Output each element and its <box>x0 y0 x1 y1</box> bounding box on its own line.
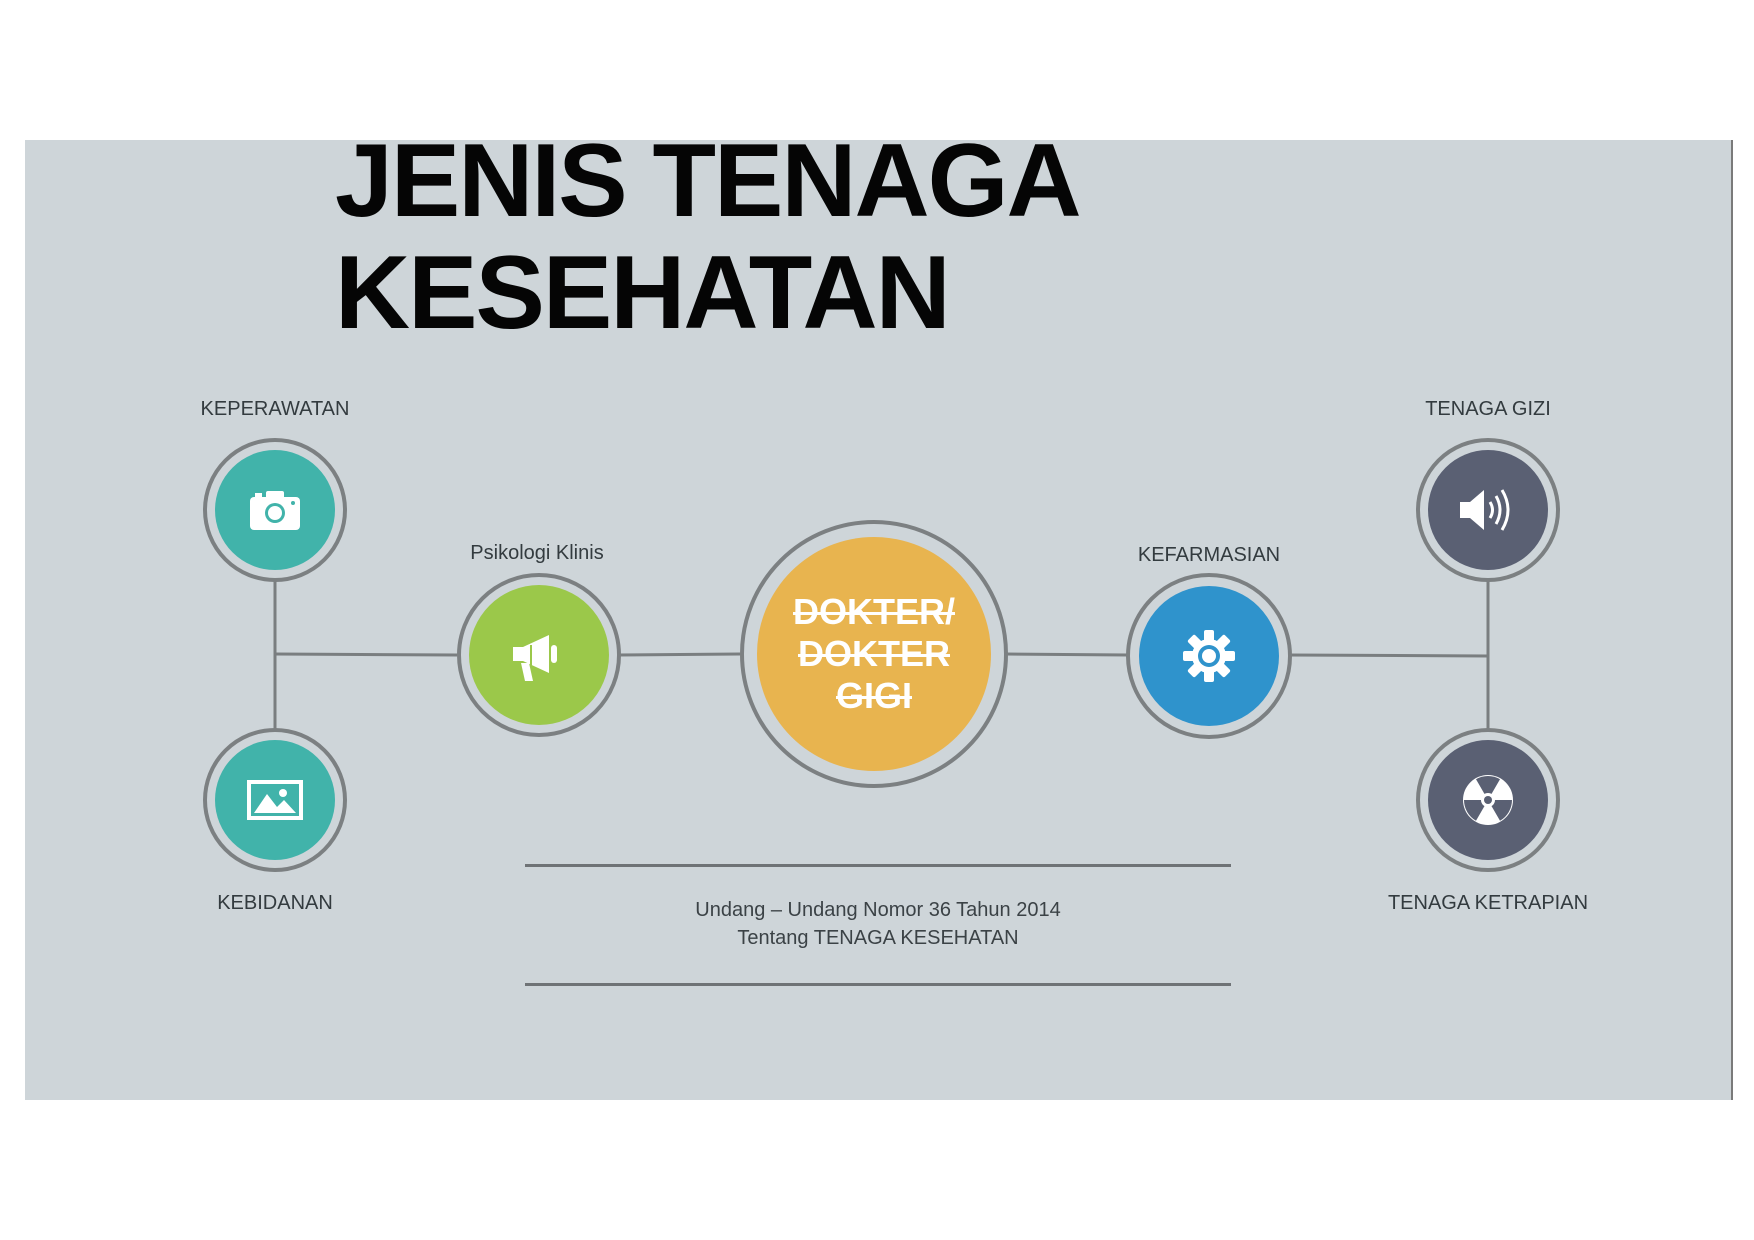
gear-icon <box>1183 630 1235 682</box>
node-keperawatan[interactable] <box>203 438 347 582</box>
node-kebidanan[interactable] <box>203 728 347 872</box>
node-keperawatan-disc <box>215 450 335 570</box>
connector-center-to-kefarmasian <box>1005 652 1129 657</box>
node-gizi-disc <box>1428 450 1548 570</box>
center-label: DOKTER/ DOKTER GIGI <box>793 591 955 716</box>
label-psikologi-klinis: Psikologi Klinis <box>470 542 604 564</box>
camera-icon <box>250 491 300 530</box>
divider-top <box>525 864 1231 867</box>
node-dokter-disc: DOKTER/ DOKTER GIGI <box>757 537 991 771</box>
node-psikologi-disc <box>469 585 609 725</box>
image-icon <box>247 780 303 820</box>
radiation-icon <box>1463 775 1513 825</box>
node-kebidanan-disc <box>215 740 335 860</box>
divider-bottom <box>525 983 1231 986</box>
node-tenaga-gizi[interactable] <box>1416 438 1560 582</box>
title-line-2: KESEHATAN <box>335 235 951 351</box>
label-keperawatan: KEPERAWATAN <box>200 398 350 420</box>
node-psikologi-klinis[interactable] <box>457 573 621 737</box>
node-tenaga-ketrapian[interactable] <box>1416 728 1560 872</box>
megaphone-icon <box>513 635 557 681</box>
reference-line-1: Undang – Undang Nomor 36 Tahun 2014 <box>695 899 1061 921</box>
node-ketrapian-disc <box>1428 740 1548 860</box>
speaker-icon <box>1460 489 1510 531</box>
label-tenaga-gizi: TENAGA GIZI <box>1425 398 1551 420</box>
connector-left-to-psikologi <box>274 652 458 657</box>
connector-psikologi-to-center <box>617 652 741 657</box>
node-dokter-center[interactable]: DOKTER/ DOKTER GIGI <box>740 520 1008 788</box>
reference-line-2: Tentang TENAGA KESEHATAN <box>737 927 1019 949</box>
label-kefarmasian: KEFARMASIAN <box>1137 544 1281 566</box>
connector-kefarmasian-to-right <box>1288 653 1489 658</box>
reference-text: Undang – Undang Nomor 36 Tahun 2014 Tent… <box>695 896 1060 952</box>
label-kebidanan: KEBIDANAN <box>217 892 333 914</box>
label-tenaga-ketrapian: TENAGA KETRAPIAN <box>1387 892 1589 914</box>
page-title: JENIS TENAGA KESEHATAN <box>335 123 1082 351</box>
node-kefarmasian[interactable] <box>1126 573 1292 739</box>
title-line-1: JENIS TENAGA <box>335 123 1082 239</box>
node-kefarmasian-disc <box>1139 586 1279 726</box>
